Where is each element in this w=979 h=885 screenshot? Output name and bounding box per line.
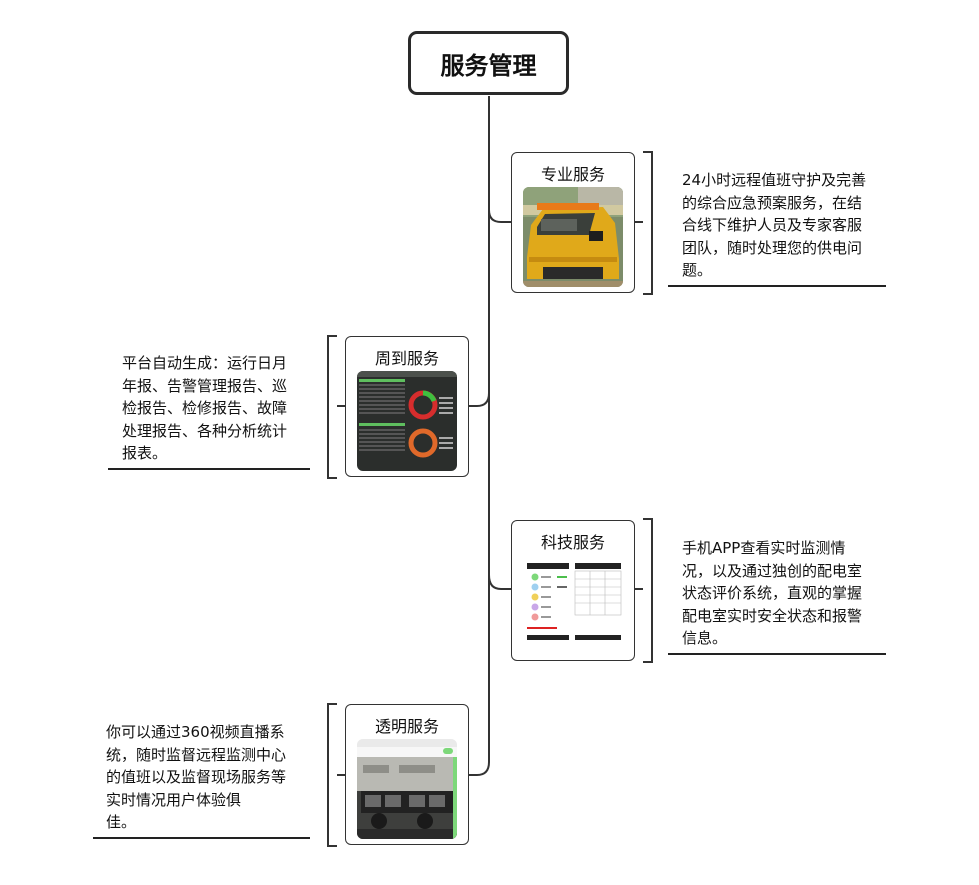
note-line: 手机APP查看实时监测情 xyxy=(682,539,846,557)
mobile-app-image xyxy=(523,555,623,655)
note-line: 状态评价系统，直观的掌握 xyxy=(682,584,863,602)
card-title: 周到服务 xyxy=(374,349,439,368)
note-line: 年报、告警管理报告、巡 xyxy=(122,376,288,395)
report-dashboard-image xyxy=(357,371,457,471)
note-line: 团队，随时处理您的供电问 xyxy=(682,238,863,257)
card-professional-service: 专业服务 xyxy=(511,152,635,293)
note-thoughtful-service: 平台自动生成：运行日月 年报、告警管理报告、巡 检报告、检修报告、故障 处理报告… xyxy=(122,352,322,465)
card-title: 专业服务 xyxy=(540,165,605,184)
card-technology-service: 科技服务 xyxy=(511,520,635,661)
note-line: 检报告、检修报告、故障 xyxy=(122,399,288,417)
note-line: 配电室实时安全状态和报警 xyxy=(682,606,863,625)
note-line: 佳。 xyxy=(106,813,137,831)
note-line: 题。 xyxy=(682,261,713,279)
note-line: 况，以及通过独创的配电室 xyxy=(682,561,863,580)
note-line: 实时情况用户体验俱 xyxy=(106,790,242,809)
card-thoughtful-service: 周到服务 xyxy=(345,336,469,477)
note-line: 信息。 xyxy=(682,629,728,647)
note-line: 的值班以及监督现场服务等 xyxy=(106,768,287,786)
note-line: 统，随时监督远程监测中心 xyxy=(106,745,287,764)
note-technology-service: 手机APP查看实时监测情 况，以及通过独创的配电室 状态评价系统，直观的掌握 配… xyxy=(682,537,892,650)
note-line: 合线下维护人员及专家客服 xyxy=(682,216,863,234)
monitoring-center-video-image xyxy=(357,739,457,839)
yellow-service-vehicle-image xyxy=(523,187,623,287)
note-line: 处理报告、各种分析统计 xyxy=(122,421,288,440)
note-professional-service: 24小时远程值班守护及完善 的综合应急预案服务，在结 合线下维护人员及专家客服 … xyxy=(682,169,892,282)
card-transparent-service: 透明服务 xyxy=(345,704,469,845)
note-line: 你可以通过360视频直播系 xyxy=(106,723,285,741)
card-title: 科技服务 xyxy=(540,533,605,552)
card-title: 透明服务 xyxy=(374,717,439,736)
root-node: 服务管理 xyxy=(408,31,569,95)
note-line: 平台自动生成：运行日月 xyxy=(122,354,288,372)
note-transparent-service: 你可以通过360视频直播系 统，随时监督远程监测中心 的值班以及监督现场服务等 … xyxy=(106,721,321,834)
note-line: 的综合应急预案服务，在结 xyxy=(682,193,863,212)
note-line: 24小时远程值班守护及完善 xyxy=(682,171,867,189)
root-title: 服务管理 xyxy=(440,51,537,80)
note-line: 报表。 xyxy=(122,444,168,462)
